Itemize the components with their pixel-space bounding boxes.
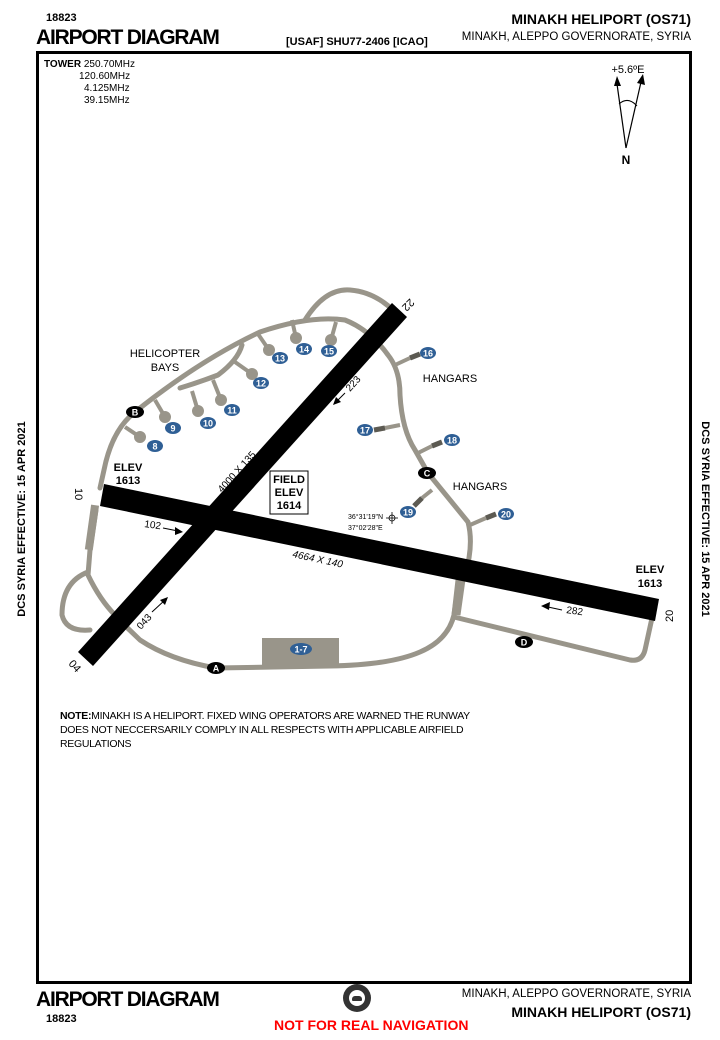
frequency: 250.70MHz <box>83 59 135 70</box>
footer-airport-name: MINAKH HELIPORT (OS71) <box>511 1004 691 1020</box>
airport-name: MINAKH HELIPORT (OS71) <box>511 11 691 27</box>
note: NOTE:MINAKH IS A HELIPORT. FIXED WING OP… <box>60 709 490 751</box>
stand-8: 8 <box>147 440 163 452</box>
helicopter-bays-label: HELICOPTER <box>130 348 200 360</box>
svg-text:14: 14 <box>299 345 309 355</box>
svg-text:1-7: 1-7 <box>294 645 307 655</box>
chart-id: 18823 <box>46 12 77 24</box>
field-elevation-box: FIELD ELEV 1614 <box>269 470 309 515</box>
footer-title: AIRPORT DIAGRAM <box>36 988 220 1011</box>
frequency: 120.60MHz <box>79 71 131 82</box>
heading-102: 102 <box>144 519 162 532</box>
footer-location: MINAKH, ALEPPO GOVERNORATE, SYRIA <box>461 988 691 1000</box>
airport-ident: [USAF] SHU77-2406 [ICAO] <box>286 36 428 48</box>
stand-12: 12 <box>253 377 269 389</box>
stand-19: 19 <box>400 506 416 518</box>
longitude: 37°02'28"E <box>348 524 383 532</box>
tower-label: TOWER <box>44 59 82 70</box>
frequency: 4.125MHz <box>84 83 130 94</box>
taxiway-tag-a: A <box>207 662 225 674</box>
stand-17: 17 <box>357 424 373 436</box>
svg-text:9: 9 <box>170 424 175 434</box>
diagram-frame <box>36 51 692 984</box>
svg-text:A: A <box>213 664 220 674</box>
heading-282: 282 <box>566 605 584 618</box>
taxiway-tag-b: B <box>126 406 144 418</box>
svg-text:17: 17 <box>360 426 370 436</box>
field-elev-text: ELEV <box>275 487 304 499</box>
frequency-block: TOWER 250.70MHz 120.60MHz 4.125MHz 39.15… <box>44 59 135 107</box>
elevation-value: 1613 <box>116 475 140 487</box>
stand-11: 11 <box>224 404 240 416</box>
stand-16: 16 <box>420 347 436 359</box>
taxiway-tag-d: D <box>515 636 533 648</box>
stand-20: 20 <box>498 508 514 520</box>
note-text: MINAKH IS A HELIPORT. FIXED WING OPERATO… <box>60 710 470 750</box>
field-elev-value: 1614 <box>277 500 302 512</box>
svg-text:11: 11 <box>227 406 237 416</box>
stand-15: 15 <box>321 345 337 357</box>
hangars-label: HANGARS <box>453 481 507 493</box>
north-label: N <box>622 153 631 167</box>
svg-text:10: 10 <box>203 419 213 429</box>
logo-icon <box>343 984 371 1012</box>
disclaimer: NOT FOR REAL NAVIGATION <box>274 1017 469 1033</box>
runway-end-04: 04 <box>66 658 83 675</box>
page-title: AIRPORT DIAGRAM <box>36 26 220 49</box>
runway-end-22: 22 <box>399 296 416 313</box>
svg-text:C: C <box>424 469 431 479</box>
stand-9: 9 <box>165 422 181 434</box>
svg-text:D: D <box>521 638 528 648</box>
field-elev-text: FIELD <box>273 474 305 486</box>
svg-text:8: 8 <box>152 442 157 452</box>
svg-text:16: 16 <box>423 349 433 359</box>
magnetic-variation: +5.6ºE <box>611 64 644 76</box>
taxiway-network <box>59 287 655 671</box>
stand-13: 13 <box>272 352 288 364</box>
helicopter-bays-label: BAYS <box>151 362 180 374</box>
latitude: 36°31'19"N <box>348 513 383 521</box>
svg-text:15: 15 <box>324 347 334 357</box>
svg-text:20: 20 <box>501 510 511 520</box>
svg-text:18: 18 <box>447 436 457 446</box>
svg-text:13: 13 <box>275 354 285 364</box>
reference-point-icon <box>386 512 398 524</box>
runway-end-10: 10 <box>72 488 84 500</box>
runway-10-28 <box>100 484 659 621</box>
svg-text:12: 12 <box>256 379 266 389</box>
hangars-label: HANGARS <box>423 373 477 385</box>
airport-location: MINAKH, ALEPPO GOVERNORATE, SYRIA <box>461 31 691 43</box>
stand-18: 18 <box>444 434 460 446</box>
stand-10: 10 <box>200 417 216 429</box>
elevation-label: ELEV <box>114 462 143 474</box>
svg-text:B: B <box>132 408 139 418</box>
taxiway-tag-c: C <box>418 467 436 479</box>
elevation-value: 1613 <box>638 578 662 590</box>
stand-1-7: 1-7 <box>290 643 312 655</box>
elevation-label: ELEV <box>636 564 665 576</box>
note-label: NOTE: <box>60 710 92 722</box>
footer-chart-id: 18823 <box>46 1013 77 1025</box>
frequency: 39.15MHz <box>84 95 130 106</box>
runway-end-20: 20 <box>664 610 676 622</box>
stand-14: 14 <box>296 343 312 355</box>
svg-text:19: 19 <box>403 508 413 518</box>
runway-04-22 <box>78 303 407 666</box>
compass-icon: +5.6ºE N <box>611 64 645 167</box>
